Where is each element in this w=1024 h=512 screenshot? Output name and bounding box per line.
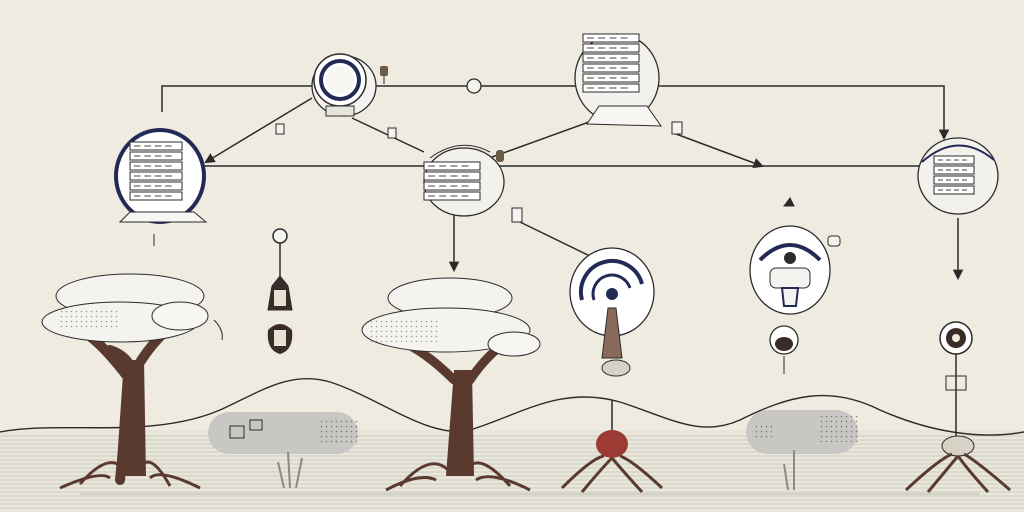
- server-rack-icon: [423, 144, 505, 217]
- tag-icons: [275, 121, 795, 223]
- gray-pad: [208, 412, 358, 454]
- server-rack-icon: [574, 33, 662, 127]
- lantern-icon: [267, 228, 293, 354]
- connectors: [161, 85, 964, 440]
- satellite-dish-icon: [569, 247, 655, 377]
- medallion-icon: [939, 321, 973, 391]
- server-rack-icon: [114, 128, 208, 246]
- stump-icon: [904, 435, 1011, 494]
- ring-node-icon: [311, 53, 388, 117]
- tree-icon: [361, 277, 541, 492]
- tree-icon: [41, 273, 223, 490]
- junction-node: [466, 78, 482, 94]
- hill-line: [0, 377, 1024, 436]
- gray-pad: [746, 410, 858, 454]
- server-rack-icon: [917, 137, 999, 215]
- robot-head-icon: [749, 225, 841, 374]
- ground: [0, 377, 1024, 512]
- sprig-icon: [277, 450, 795, 491]
- stump-icon: [560, 430, 664, 494]
